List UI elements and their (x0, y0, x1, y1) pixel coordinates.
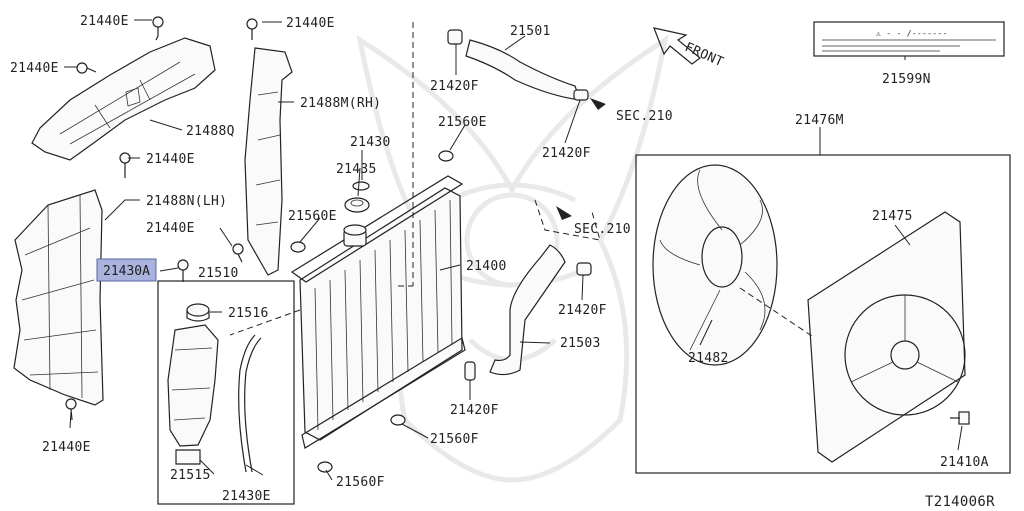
part-label[interactable]: 21440E (146, 152, 195, 167)
warning-label-symbol: ⚠ - - /------- (876, 29, 948, 38)
mount-rubber-upper-r[interactable] (438, 150, 454, 162)
part-label[interactable]: 21560E (288, 209, 337, 224)
part-label[interactable]: 21475 (872, 209, 913, 224)
dashed-guide-lines (229, 22, 816, 339)
part-label[interactable]: 21440E (80, 14, 129, 29)
part-label[interactable]: 21440E (286, 16, 335, 31)
part-label-selected[interactable]: 21430A (103, 264, 150, 279)
part-label[interactable]: 21440E (10, 61, 59, 76)
reservoir-cap[interactable] (186, 303, 210, 322)
part-label[interactable]: 21420F (558, 303, 607, 318)
part-label[interactable]: 21488M(RH) (300, 96, 381, 111)
arrow-icon (590, 98, 606, 110)
warning-label-box[interactable] (813, 21, 1005, 57)
clip-21440e-a[interactable] (152, 16, 164, 41)
clip-21430a[interactable] (177, 259, 189, 282)
part-label[interactable]: 21488N(LH) (146, 194, 227, 209)
part-labels: 21440E 21440E 21440E 21440E 21440E 21440… (10, 14, 995, 510)
part-label[interactable]: 21515 (170, 468, 211, 483)
part-label[interactable]: 21420F (450, 403, 499, 418)
clip-21440e-f[interactable] (65, 398, 77, 421)
part-label[interactable]: 21501 (510, 24, 551, 39)
front-arrow-icon (653, 27, 701, 65)
arrow-icon (556, 206, 572, 220)
mount-rubber-upper-l[interactable] (290, 241, 306, 253)
fan-assembly-box (635, 154, 1011, 474)
front-label: FRONT (682, 40, 725, 70)
clip-21440e-c[interactable] (246, 18, 258, 40)
part-label[interactable]: 21560F (430, 432, 479, 447)
part-label[interactable]: 21516 (228, 306, 269, 321)
air-guide-upper[interactable] (31, 37, 216, 161)
reservoir-group-box (157, 280, 295, 505)
radiator-filler-neck[interactable] (343, 224, 367, 247)
mount-rubber-lower-b[interactable] (317, 461, 333, 473)
overflow-hose[interactable] (238, 334, 262, 473)
clip-21440e-e[interactable] (232, 243, 244, 263)
part-label[interactable]: 21482 (688, 351, 729, 366)
sec-ref-label[interactable]: SEC.210 (616, 109, 673, 124)
part-label[interactable]: 21430E (222, 489, 271, 504)
part-label[interactable]: 21510 (198, 266, 239, 281)
part-label[interactable]: 21488Q (186, 124, 235, 139)
radiator-core[interactable] (290, 175, 466, 449)
part-label[interactable]: 21440E (42, 440, 91, 455)
part-label[interactable]: 21440E (146, 221, 195, 236)
part-label[interactable]: 21560E (438, 115, 487, 130)
part-label[interactable]: 21400 (466, 259, 507, 274)
leader-lines (64, 19, 963, 481)
part-label[interactable]: 21476M (795, 113, 844, 128)
air-guide-side-rh[interactable] (244, 47, 293, 276)
lower-hose[interactable] (489, 244, 566, 376)
air-guide-side-lh[interactable] (13, 189, 104, 406)
part-label[interactable]: 21410A (940, 455, 989, 470)
diagram-id: T214006R (925, 494, 995, 510)
upper-hose[interactable] (465, 39, 581, 101)
clip-21440e-d[interactable] (119, 152, 131, 178)
cap-gasket[interactable] (352, 181, 370, 191)
part-label[interactable]: 21560F (336, 475, 385, 490)
reservoir-bracket[interactable] (175, 449, 201, 465)
fan-blade[interactable] (652, 164, 778, 366)
reservoir-tank[interactable] (167, 324, 219, 447)
part-label[interactable]: 21435 (336, 162, 377, 177)
shroud-bolt[interactable] (950, 411, 970, 425)
selected-part-highlight (96, 258, 157, 282)
part-label[interactable]: 21420F (430, 79, 479, 94)
sec-ref-label[interactable]: SEC.210 (574, 222, 631, 237)
mount-rubber-lower-a[interactable] (390, 414, 406, 426)
part-label[interactable]: 21503 (560, 336, 601, 351)
part-label[interactable]: 21430 (350, 135, 391, 150)
clip-21440e-b[interactable] (76, 62, 97, 74)
warning-label-part-no[interactable]: 21599N (882, 72, 931, 87)
hose-clamps[interactable] (447, 29, 592, 381)
fan-shroud[interactable] (807, 211, 966, 463)
radiator-cap[interactable] (344, 197, 370, 213)
part-label[interactable]: 21420F (542, 146, 591, 161)
